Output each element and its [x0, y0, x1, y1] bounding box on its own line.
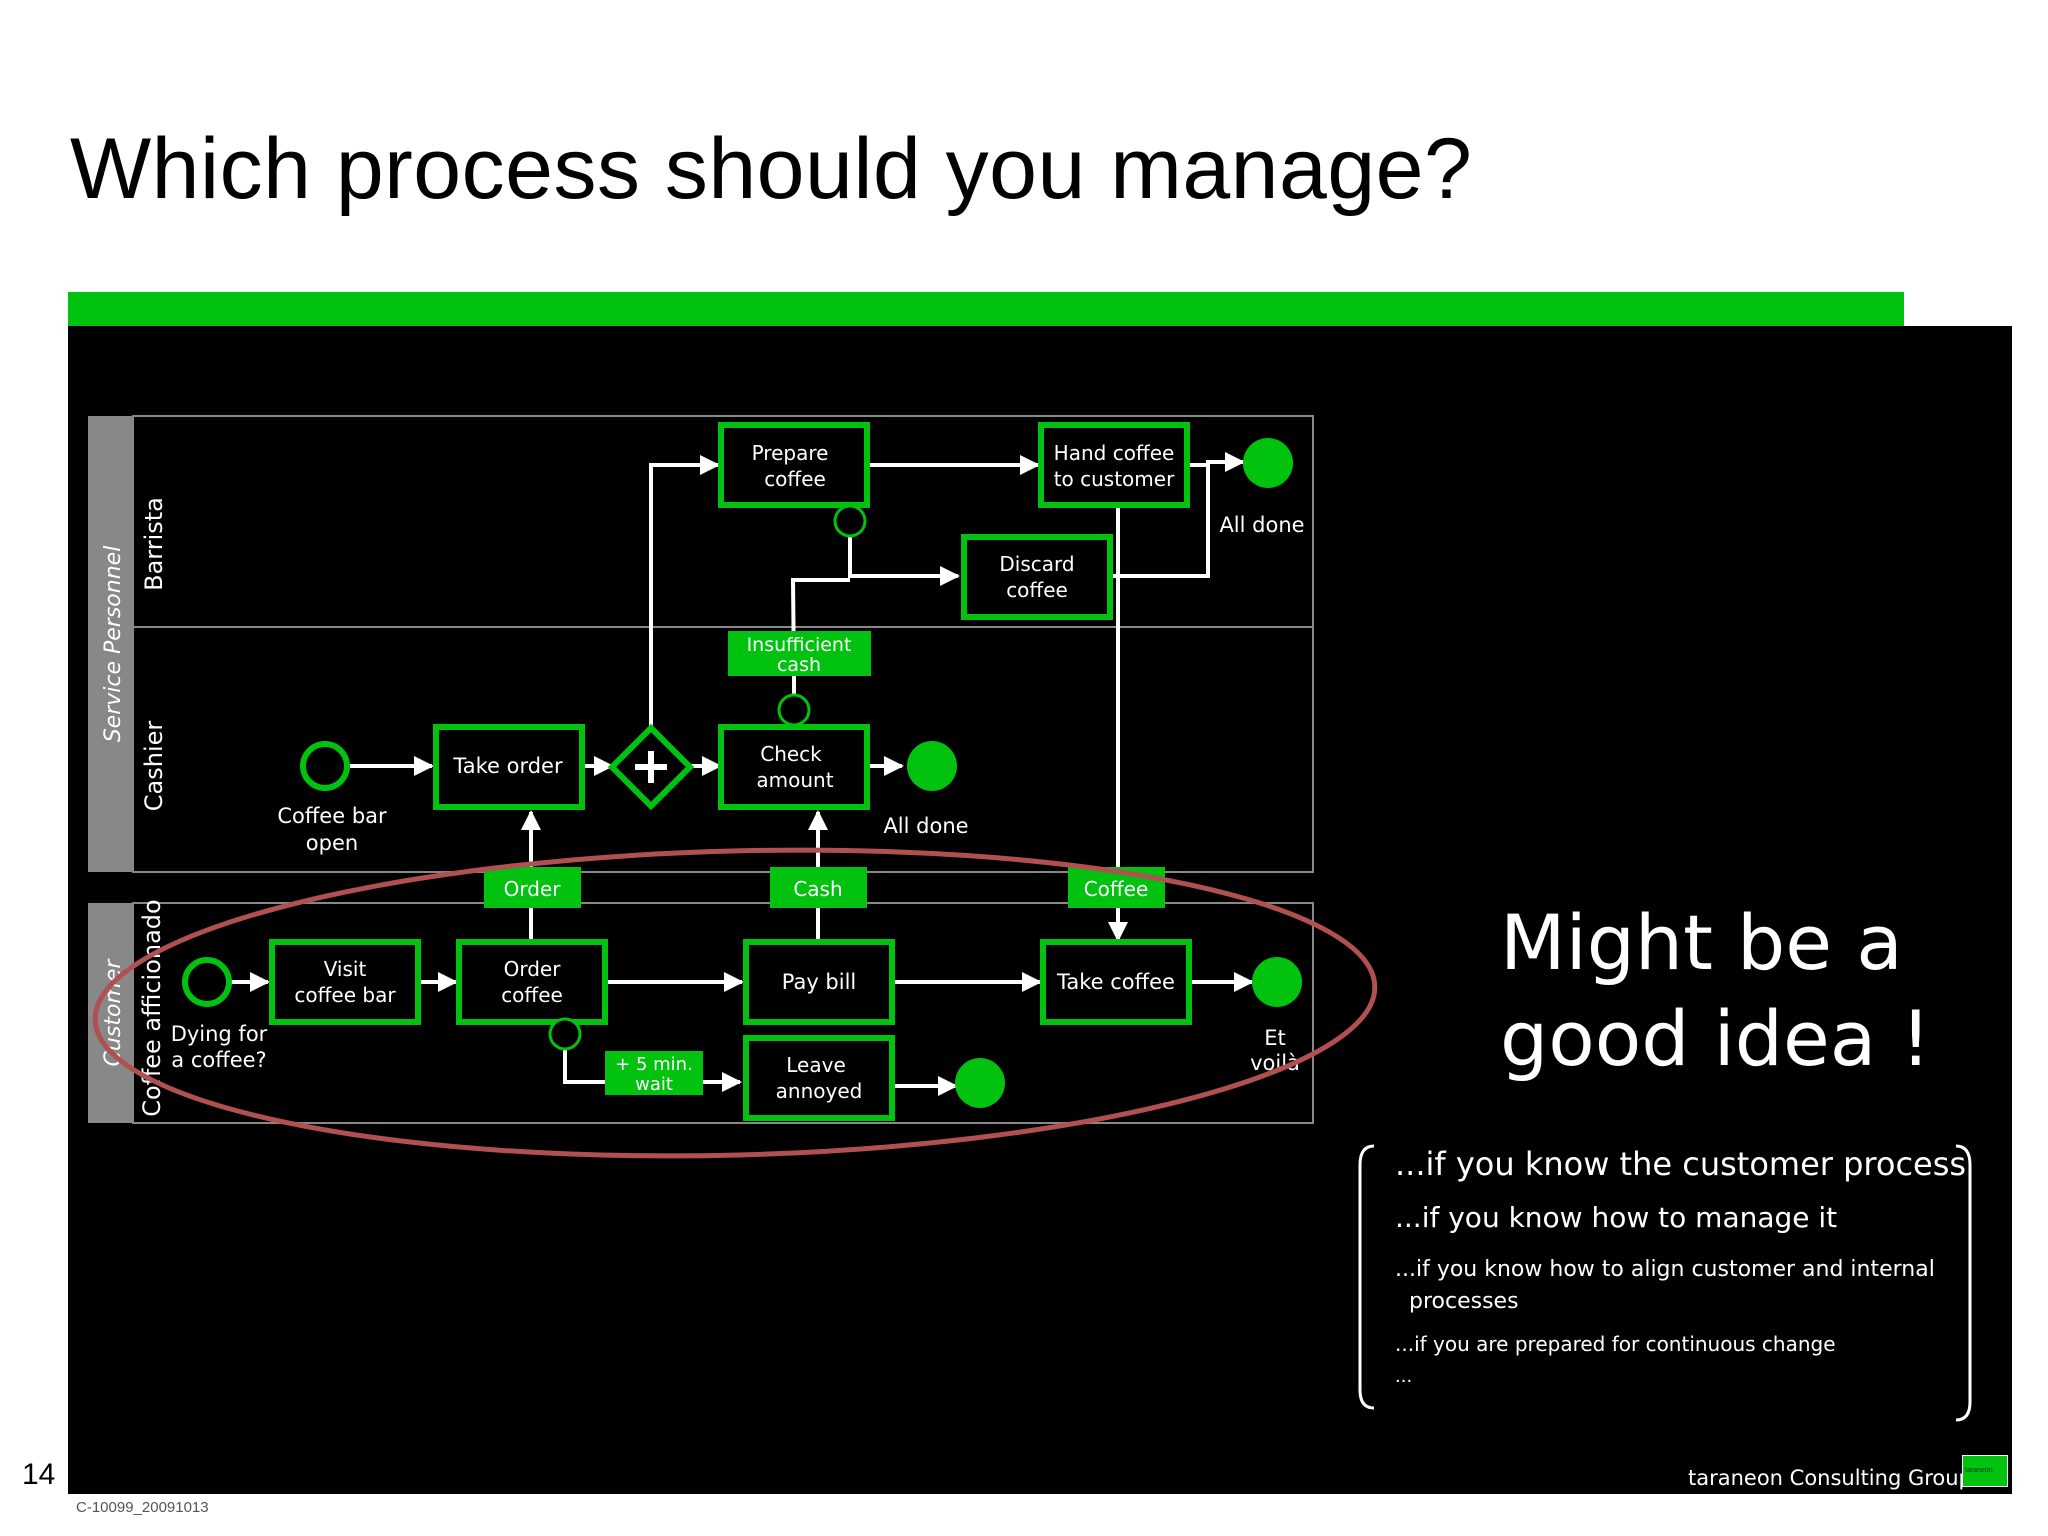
event-label: Et — [1264, 1026, 1286, 1050]
label-wait: + 5 min. wait — [605, 1051, 703, 1095]
event-label: All done — [1219, 513, 1304, 537]
page-number: 14 — [22, 1458, 56, 1491]
start-event-customer — [182, 957, 232, 1007]
label-text: wait — [635, 1074, 673, 1095]
headline-line: good idea ! — [1500, 994, 1931, 1083]
lane-label-cashier: Cashier — [140, 721, 168, 812]
logo-text: taraneon — [1965, 1467, 1993, 1474]
task-label: annoyed — [776, 1079, 863, 1103]
task-prepare-coffee: Prepare coffee — [718, 422, 870, 508]
task-label: to customer — [1054, 467, 1175, 491]
note-item: ...if you know the customer process — [1395, 1145, 1967, 1183]
customer-process-highlight — [92, 847, 1378, 1159]
task-leave-annoyed: Leave annoyed — [743, 1035, 895, 1121]
task-label: amount — [756, 768, 833, 792]
note-item: ...if you know how to align customer and… — [1395, 1257, 1935, 1314]
slide-title: Which process should you manage? — [70, 121, 1473, 217]
headline: Might be a good idea ! — [1500, 895, 2000, 1087]
parallel-gateway — [607, 723, 695, 811]
task-check-amount: Check amount — [718, 724, 870, 810]
document-code: C-10099_20091013 — [76, 1499, 209, 1516]
task-label: Discard — [999, 552, 1074, 576]
content-panel — [68, 326, 2012, 1494]
company-logo: taraneon — [1962, 1455, 2008, 1487]
label-text: Insufficient — [747, 634, 852, 656]
headline-line: Might be a — [1500, 898, 1903, 987]
message-order: Order — [484, 867, 581, 908]
service-pool: Service Personnel Barrista Cashier — [88, 415, 1314, 873]
task-label: Order — [504, 957, 562, 981]
flow-lines — [230, 452, 1254, 1096]
task-label: Take order — [452, 754, 563, 778]
message-cash: Cash — [770, 867, 867, 908]
task-label: Pay bill — [782, 970, 857, 994]
end-event-barrista — [1243, 438, 1293, 488]
task-take-order: Take order — [433, 724, 585, 810]
task-order-coffee: Order coffee — [456, 939, 608, 1025]
note-item: ...if you know how to manage it — [1395, 1201, 1838, 1234]
task-visit-coffee-bar: Visit coffee bar — [269, 939, 421, 1025]
title-accent-bar — [68, 292, 1904, 326]
task-label: coffee bar — [294, 983, 396, 1007]
company-name: taraneon Consulting Group — [1688, 1466, 1972, 1490]
notes-list: ...if you know the customer process ...i… — [1395, 1145, 1967, 1387]
event-label: Dying for — [171, 1022, 268, 1046]
label-text: cash — [777, 654, 821, 676]
boundary-event-check — [777, 693, 811, 727]
label-insufficient-cash: Insufficient cash — [728, 631, 871, 676]
task-label: coffee — [1006, 578, 1068, 602]
end-event-customer — [1252, 957, 1302, 1007]
customer-pool: Customer Coffee afficionado — [88, 899, 1314, 1124]
message-label: Order — [504, 877, 562, 901]
task-label: Take coffee — [1056, 970, 1175, 994]
task-label: coffee — [764, 467, 826, 491]
event-label: All done — [883, 814, 968, 838]
pool-label-service: Service Personnel — [101, 546, 126, 743]
boundary-event-order — [548, 1017, 582, 1051]
task-label: Prepare — [752, 441, 829, 465]
message-label: Cash — [793, 877, 842, 901]
note-item: ... — [1395, 1366, 1413, 1387]
task-label: Visit — [324, 957, 367, 981]
boundary-event-prepare — [833, 504, 867, 538]
message-label: Coffee — [1084, 877, 1149, 901]
end-event-cashier — [907, 741, 957, 791]
task-label: coffee — [501, 983, 563, 1007]
event-label: open — [306, 831, 358, 855]
task-discard-coffee: Discard coffee — [961, 534, 1113, 620]
event-label: Coffee bar — [277, 804, 387, 828]
end-event-annoyed — [955, 1058, 1005, 1108]
task-label: Check — [760, 742, 822, 766]
task-take-coffee: Take coffee — [1040, 939, 1192, 1025]
task-label: Leave — [786, 1053, 846, 1077]
lane-label-barrista: Barrista — [140, 497, 168, 591]
message-coffee: Coffee — [1068, 867, 1165, 908]
label-text: + 5 min. — [615, 1054, 693, 1075]
task-label: Hand coffee — [1054, 441, 1175, 465]
note-item: ...if you are prepared for continuous ch… — [1395, 1332, 1836, 1356]
task-hand-coffee: Hand coffee to customer — [1038, 422, 1190, 508]
event-label: a coffee? — [171, 1048, 266, 1072]
task-pay-bill: Pay bill — [743, 939, 895, 1025]
start-event-cashier — [300, 741, 350, 791]
